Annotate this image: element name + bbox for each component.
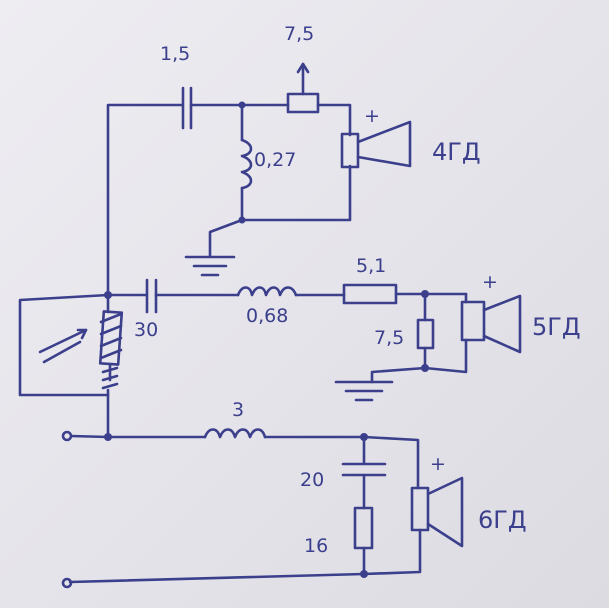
autotransformer [18,293,124,439]
label-r-mid-shunt: 7,5 [374,327,404,349]
inductor-tweeter [240,138,253,190]
label-c-tweeter: 1,5 [160,43,190,65]
wire-ground [208,218,244,258]
coil-windings [99,312,123,360]
label-l-woofer: 3 [232,399,244,421]
wire-input-bottom [68,528,422,584]
speaker-woofer-icon [410,476,464,548]
label-r-tweeter: 7,5 [284,23,314,45]
input-terminal [61,577,73,589]
arrow-head-icon [76,328,88,340]
label-l-mid: 0,68 [246,305,288,327]
ground-icon [184,255,236,277]
ground-icon [334,380,394,402]
label-spk-mid: 5ГД [532,313,581,341]
inductor-mid [236,286,298,297]
wire-to-woofer [263,435,420,490]
label-spk-woofer: 6ГД [478,506,527,534]
label-plus-woofer: + [430,453,446,475]
woofer-branch [61,428,464,589]
label-l-tweeter: 0,27 [254,149,296,171]
capacitor-tweeter [181,86,193,130]
inductor-woofer [203,428,267,439]
adjust-arrow-icon [38,328,88,354]
wire-tweeter-feed [106,103,184,297]
label-r-mid-series: 5,1 [356,255,386,277]
speaker-mid-icon [460,294,522,354]
mid-branch [104,278,522,402]
wire-to-tweeter [316,103,352,137]
wire-loop-left [18,293,110,397]
tap-arrow-icon [296,62,310,74]
speaker-tweeter-icon [340,120,412,169]
junction-dot [104,433,112,441]
label-c-woofer: 20 [300,469,324,491]
wire-mid-return [370,338,468,384]
label-c-mid: 30 [134,319,158,341]
adjust-arrow-icon [42,340,82,364]
label-r-woofer: 16 [304,535,328,557]
wire-input-top [69,434,207,439]
wire-tweeter-return [240,164,352,222]
label-plus-tweeter: + [364,105,380,127]
tweeter-branch [106,62,412,297]
label-plus-mid: + [482,271,498,293]
label-spk-tweeter: 4ГД [432,138,481,166]
coil-tail [101,362,119,390]
